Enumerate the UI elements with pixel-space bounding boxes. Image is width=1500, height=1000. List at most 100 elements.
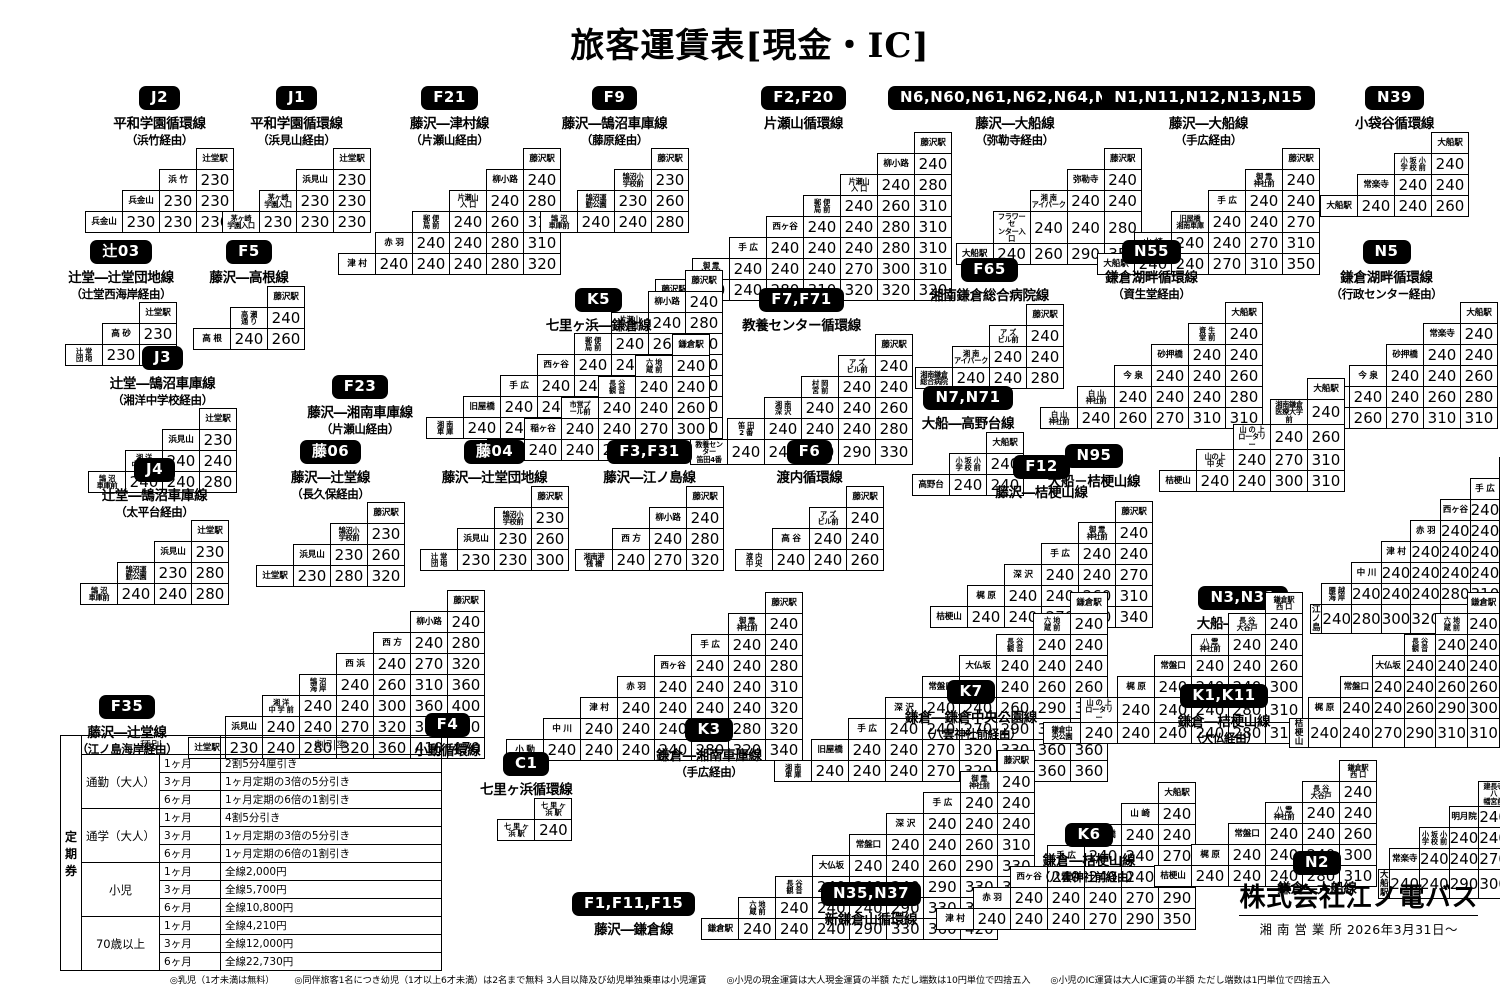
route-name: 鎌倉―桔梗山線 xyxy=(1177,714,1271,731)
fare-cell: 240 xyxy=(1339,717,1373,749)
spacer-cell xyxy=(1044,614,1081,635)
stop-name-cell: 明月院 xyxy=(1448,806,1480,829)
spacer-cell xyxy=(1041,345,1078,366)
route-code-badge: 藤06 xyxy=(299,440,362,464)
spacer-cell xyxy=(223,170,260,191)
stop-name-cell: 西ヶ谷 xyxy=(1010,866,1048,888)
fare-header-row: 鎌倉駅 xyxy=(1290,592,1500,614)
spacer-cell xyxy=(1135,191,1172,212)
stop-name-cell: 湘 南深 沢 xyxy=(764,397,802,419)
fare-cell: 230 xyxy=(259,211,297,233)
spacer-cell xyxy=(1322,479,1352,500)
spacer-cell xyxy=(1381,416,1411,437)
spacer-cell xyxy=(1030,149,1067,170)
pass-term: 6ヶ月 xyxy=(159,790,222,809)
spacer-cell xyxy=(656,154,693,175)
fare-cell: 320 xyxy=(765,697,803,719)
spacer-cell xyxy=(194,308,231,329)
spacer-cell xyxy=(1381,500,1411,521)
stop-name-cell: 鵠沼運動公園 xyxy=(117,562,155,584)
fare-cell: 260 xyxy=(1349,407,1387,429)
spacer-cell xyxy=(953,326,990,347)
spacer-cell xyxy=(849,635,886,656)
spacer-cell xyxy=(916,305,953,326)
fare-cell: 240 xyxy=(543,739,581,761)
fare-cell: 240 xyxy=(1228,865,1266,887)
spacer-cell xyxy=(937,888,974,909)
fare-cell: 240 xyxy=(775,918,814,940)
fare-cell: 240 xyxy=(299,695,337,717)
fare-cell: 240 xyxy=(1282,190,1320,212)
stop-name-cell: 藤沢駅 xyxy=(1282,148,1320,170)
stop-name-cell: 湘南鎌倉総合病院 xyxy=(915,367,953,389)
route-via: （藤原経由） xyxy=(580,133,649,147)
spacer-cell xyxy=(691,377,728,398)
stop-name-cell: 砂押橋 xyxy=(1386,344,1424,366)
pass-term: 1ヶ月 xyxy=(159,862,222,881)
fare-cell: 240 xyxy=(1386,386,1424,408)
stop-name-cell: 市営プール前 xyxy=(561,397,599,419)
spacer-cell xyxy=(916,326,953,347)
spacer-cell xyxy=(1322,458,1352,479)
spacer-cell xyxy=(458,508,495,529)
spacer-cell xyxy=(300,633,337,654)
fare-cell: 320 xyxy=(728,739,766,761)
spacer-cell xyxy=(702,814,739,835)
route-code-badge: F35 xyxy=(98,695,156,719)
fare-cell: 240 xyxy=(672,355,710,377)
route-name: 鎌倉―大船線 xyxy=(1277,881,1357,898)
spacer-cell xyxy=(937,804,974,825)
stop-name-cell: 西 浜 xyxy=(336,653,374,675)
route-code-badge: F4 xyxy=(424,713,471,737)
fare-cell: 230 xyxy=(494,549,532,571)
fare-cell: 240 xyxy=(336,695,374,717)
spacer-cell xyxy=(339,149,376,170)
spacer-cell xyxy=(1081,656,1118,677)
spacer-cell xyxy=(691,419,728,440)
spacer-cell xyxy=(776,814,813,835)
spacer-cell xyxy=(993,149,1030,170)
spacer-cell xyxy=(1118,656,1155,677)
fare-cell: 260 xyxy=(1467,676,1500,698)
spacer-cell xyxy=(1352,521,1382,542)
fare-cell: 290 xyxy=(1435,697,1469,719)
fare-cell: 240 xyxy=(1448,827,1480,850)
route-name: 七里ヶ浜循環線 xyxy=(480,782,573,798)
spacer-cell xyxy=(1381,521,1411,542)
fare-cell: 240 xyxy=(1371,676,1405,698)
stop-name-cell: 梶 原 xyxy=(1308,697,1341,719)
spacer-cell xyxy=(812,719,849,740)
spacer-cell xyxy=(618,593,655,614)
fare-cell: 240 xyxy=(524,439,562,461)
spacer-cell xyxy=(1350,303,1387,324)
route-name: 片瀬山循環線 xyxy=(763,116,844,132)
fare-header-row: 藤沢駅 xyxy=(702,750,1036,772)
fare-cell: 280 xyxy=(765,655,803,677)
spacer-cell xyxy=(1395,133,1432,154)
stop-name-cell: 津 村 xyxy=(936,908,974,930)
fare-header-row: 藤沢駅 xyxy=(916,304,1064,326)
route-code-badge: K7 xyxy=(947,680,995,705)
spacer-cell xyxy=(804,154,841,175)
spacer-cell xyxy=(1172,149,1209,170)
spacer-cell xyxy=(1078,345,1115,366)
spacer-cell xyxy=(693,175,730,196)
fare-cell: 240 xyxy=(612,549,650,571)
spacer-cell xyxy=(160,149,197,170)
spacer-cell xyxy=(776,856,813,877)
spacer-cell xyxy=(541,191,578,212)
stop-name-cell: 辻堂駅 xyxy=(196,148,234,170)
